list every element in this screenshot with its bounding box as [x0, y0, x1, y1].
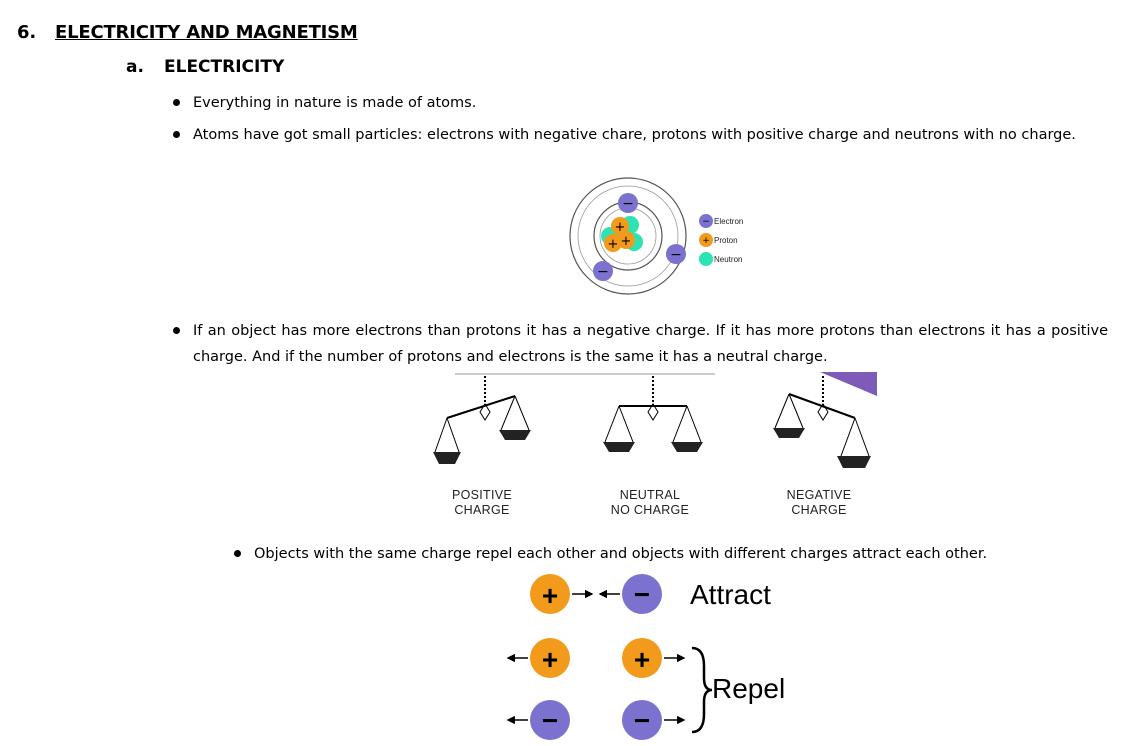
bullet-dot	[173, 99, 180, 106]
proton	[617, 231, 635, 249]
repel-brace	[691, 646, 713, 734]
bullet-text: Objects with the same charge repel each …	[254, 546, 988, 562]
scale-negative	[773, 376, 871, 468]
legend-proton-swatch	[699, 233, 713, 247]
caption-line: NO CHARGE	[610, 503, 690, 517]
bullet-item: If an object has more electrons than pro…	[173, 318, 1108, 370]
legend-neutron-swatch	[699, 252, 713, 266]
positive-charge	[622, 638, 662, 678]
negative-charge	[622, 700, 662, 740]
bullet-dot	[173, 327, 180, 334]
negative-sign: −	[634, 579, 650, 610]
caption-line: NEUTRAL	[619, 488, 681, 502]
positive-charge	[530, 574, 570, 614]
caption-line: NEGATIVE	[786, 488, 852, 502]
proton-sign: +	[608, 237, 619, 252]
legend-proton-label: Proton	[714, 236, 738, 245]
electron	[666, 244, 686, 264]
scale-neutral	[603, 376, 703, 452]
section-number: 6.	[17, 22, 36, 43]
subsection-heading: a. ELECTRICITY	[126, 57, 284, 77]
bullet-item: Atoms have got small particles: electron…	[173, 122, 1108, 148]
negative-sign: −	[542, 705, 558, 736]
electron-sign: −	[622, 196, 634, 212]
bullet-item: Everything in nature is made of atoms.	[173, 90, 1108, 116]
electron	[618, 193, 638, 213]
charges-diagram: + − Attract + + − − Repel	[506, 574, 785, 740]
electron	[593, 261, 613, 281]
bullet-text: If an object has more electrons than pro…	[193, 323, 1108, 365]
negative-charge	[622, 574, 662, 614]
caption-neutral: NEUTRAL NO CHARGE	[595, 488, 705, 518]
negative-sign: −	[634, 705, 650, 736]
caption-line: CHARGE	[791, 503, 847, 517]
positive-sign: +	[542, 644, 558, 675]
bullet-dot	[234, 550, 241, 557]
subsection-title: ELECTRICITY	[164, 57, 285, 77]
caption-negative: NEGATIVE CHARGE	[769, 488, 869, 518]
legend-neutron-label: Neutron	[714, 255, 742, 264]
scale-positive	[433, 376, 531, 464]
attract-label: Attract	[690, 579, 771, 610]
legend-electron-swatch	[699, 214, 713, 228]
positive-charge	[530, 638, 570, 678]
outer-orbit	[569, 177, 687, 295]
balance-scales-diagram	[433, 372, 877, 468]
bullet-item: Objects with the same charge repel each …	[234, 541, 1094, 567]
negative-charge	[530, 700, 570, 740]
section-heading: 6. ELECTRICITY AND MAGNETISM	[17, 22, 358, 43]
legend-electron-sign: −	[702, 217, 710, 227]
legend-electron-label: Electron	[714, 217, 743, 226]
positive-sign: +	[634, 644, 650, 675]
corner-decoration	[820, 372, 877, 396]
legend-proton-sign: +	[702, 236, 710, 246]
caption-line: POSITIVE	[451, 488, 513, 502]
repel-label: Repel	[712, 673, 785, 704]
proton-sign: +	[621, 234, 632, 249]
section-title: ELECTRICITY AND MAGNETISM	[55, 22, 358, 43]
proton-sign: +	[615, 220, 626, 235]
caption-positive: POSITIVE CHARGE	[432, 488, 532, 518]
positive-sign: +	[542, 580, 558, 611]
proton	[611, 217, 629, 235]
bullet-text: Everything in nature is made of atoms.	[193, 95, 477, 111]
electron-sign: −	[670, 247, 682, 263]
caption-line: CHARGE	[454, 503, 510, 517]
bullet-text: Atoms have got small particles: electron…	[193, 127, 1076, 143]
subsection-letter: a.	[126, 57, 144, 77]
electron-sign: −	[597, 264, 609, 280]
atom-diagram: + + + − − − − Electron + Proton Neutron	[569, 177, 743, 295]
bullet-dot	[173, 131, 180, 138]
outer-orbit-inner	[577, 185, 679, 287]
